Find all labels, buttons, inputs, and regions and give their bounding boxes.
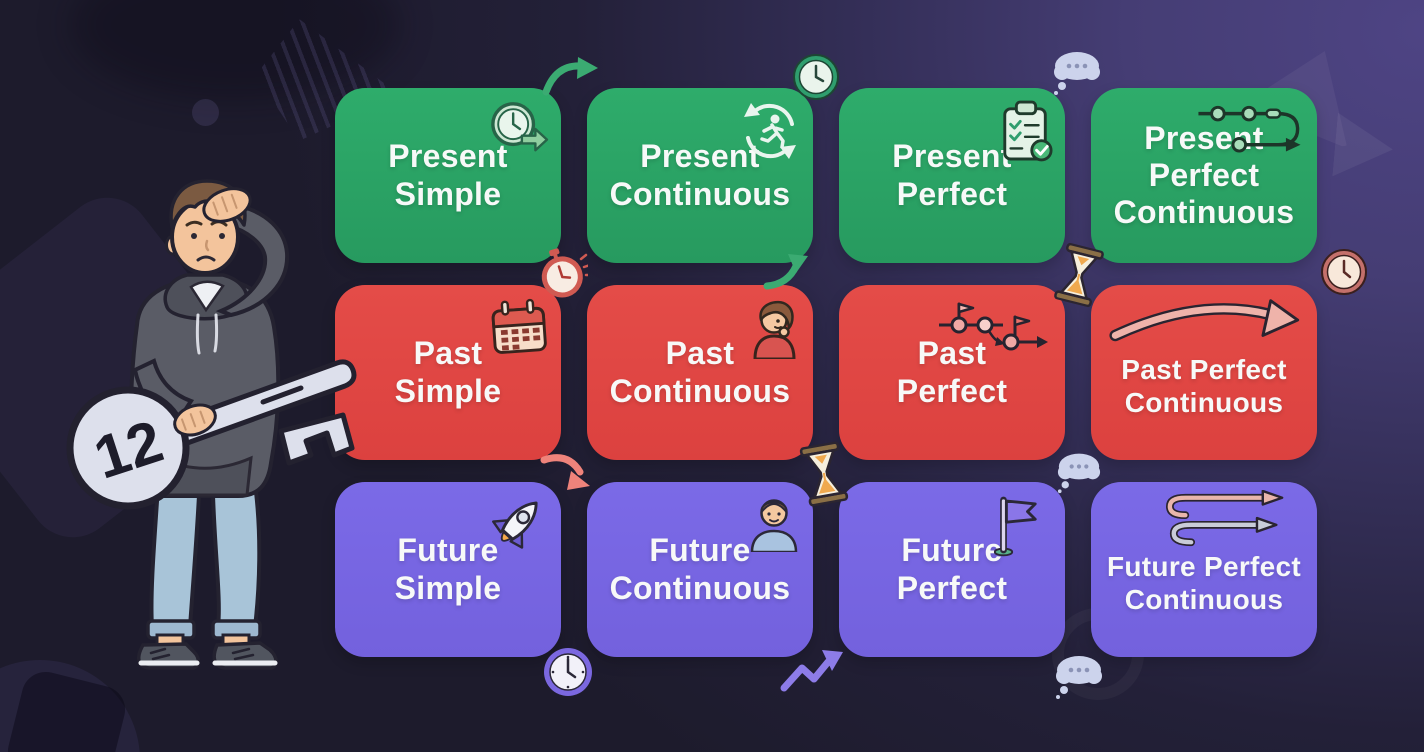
stopwatch-icon <box>541 248 588 298</box>
key-12-illustration: 12 <box>66 359 357 510</box>
hourglass-icon <box>1054 242 1104 308</box>
thought-bubble-icon <box>1056 656 1102 699</box>
running-cycle-icon <box>744 103 796 159</box>
person-avatar-icon <box>750 499 798 552</box>
rocket-icon <box>492 501 538 549</box>
tense-card-title: Future Continuous <box>609 532 791 606</box>
hourglass-icon <box>799 441 849 507</box>
tense-card-title: Future Simple <box>394 532 502 606</box>
bg-dot <box>192 99 219 126</box>
milestone-timeline-icon <box>939 302 1048 351</box>
tense-card-present-continuous: Present Continuous <box>587 88 813 263</box>
tense-card-present-simple: Present Simple <box>335 88 561 263</box>
tense-card-title: Present Simple <box>388 138 508 212</box>
zigzag-arrow-icon <box>780 650 843 692</box>
tense-grid: Present Simple Present Continuous <box>335 88 1317 657</box>
winding-arrows-icon <box>1165 490 1284 547</box>
tense-card-title: Past Simple <box>394 335 502 409</box>
confused-man-illustration: 12 <box>66 179 357 670</box>
tense-card-future-simple: Future Simple <box>335 482 561 657</box>
tense-card-title: Past Perfect <box>896 335 1008 409</box>
tense-card-title: Present Continuous <box>609 138 791 212</box>
clock-forward-icon <box>491 102 549 152</box>
clock-icon <box>1321 249 1367 295</box>
tense-card-present-perfect-continuous: Present Perfect Continuous <box>1091 88 1317 263</box>
curved-arrow-icon <box>542 57 598 96</box>
tense-card-future-continuous: Future Continuous <box>587 482 813 657</box>
tense-card-past-continuous: Past Continuous <box>587 285 813 460</box>
thinking-person-icon <box>753 300 796 359</box>
tense-card-future-perfect-continuous: Future Perfect Continuous <box>1091 482 1317 657</box>
route-timeline-icon <box>1198 105 1301 153</box>
tense-card-title: Past Perfect Continuous <box>1121 354 1287 418</box>
curved-arrow-icon <box>763 254 808 290</box>
tense-card-past-perfect: Past Perfect <box>839 285 1065 460</box>
clock-icon <box>793 54 839 100</box>
tense-card-title: Future Perfect Continuous <box>1106 551 1302 615</box>
tense-card-future-perfect: Future Perfect <box>839 482 1065 657</box>
long-curved-arrow-icon <box>1109 299 1300 342</box>
curved-arrow-icon <box>540 454 590 490</box>
tense-card-past-simple: Past Simple <box>335 285 561 460</box>
tense-card-title: Past Continuous <box>609 335 791 409</box>
thought-bubble-icon <box>1054 52 1100 95</box>
flag-icon <box>993 496 1037 557</box>
tense-card-present-perfect: Present Perfect <box>839 88 1065 263</box>
bg-triangle <box>1332 113 1395 182</box>
tense-card-title: Present Perfect <box>892 138 1012 212</box>
tense-card-past-perfect-continuous: Past Perfect Continuous <box>1091 285 1317 460</box>
checklist-icon <box>1003 100 1053 162</box>
thought-bubble-icon <box>1057 453 1101 494</box>
clock-icon <box>544 648 592 696</box>
tense-card-title: Future Perfect <box>896 532 1008 606</box>
calendar-icon <box>491 298 547 354</box>
